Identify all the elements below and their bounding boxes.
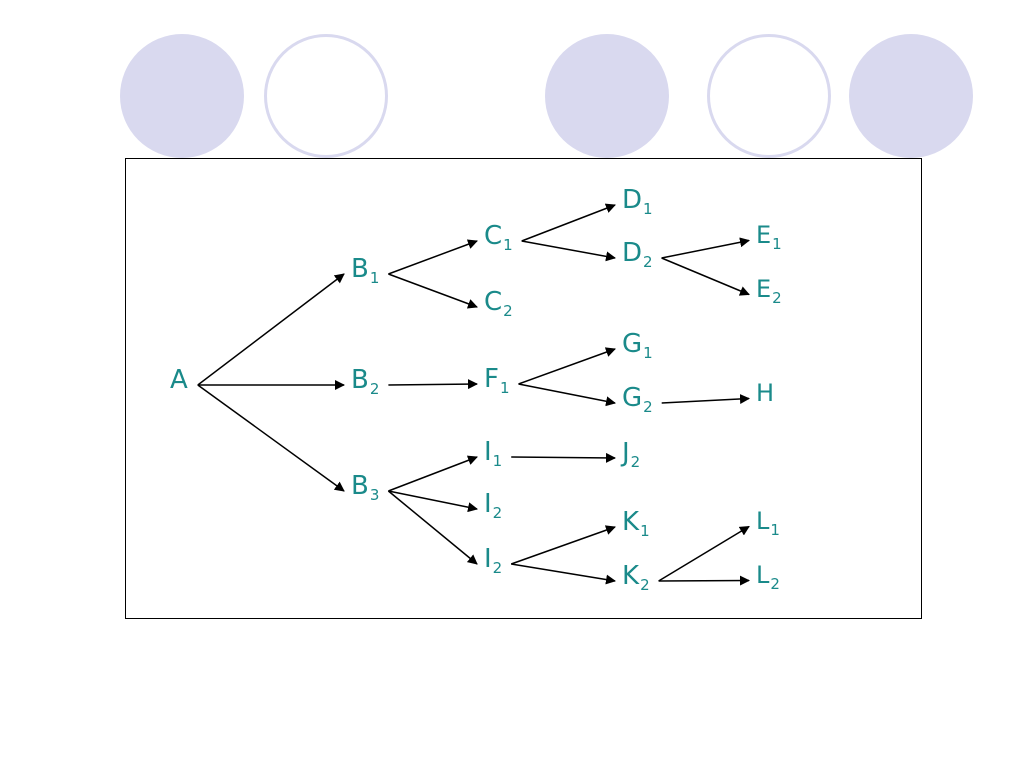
node-h: H — [756, 379, 775, 407]
edge-d2-to-e2 — [661, 257, 750, 296]
node-l2: L2 — [756, 561, 780, 593]
edge-f1-to-g2 — [518, 383, 616, 407]
node-i1: I1 — [484, 437, 503, 470]
node-d1: D1 — [622, 185, 653, 218]
edge-b3-to-i1 — [388, 455, 478, 492]
decorative-circle-filled-3 — [849, 34, 973, 158]
edge-k2-to-l1 — [658, 525, 750, 582]
node-b1: B1 — [351, 254, 380, 287]
edge-b1-to-c1 — [388, 239, 478, 275]
edge-c1-to-d2 — [521, 240, 616, 262]
node-j2: J2 — [622, 438, 641, 471]
node-k1: K1 — [622, 507, 650, 540]
edge-b3-to-i2a — [388, 490, 478, 513]
node-b2: B2 — [351, 365, 380, 398]
node-e2: E2 — [756, 275, 782, 307]
node-l1: L1 — [756, 507, 780, 539]
edge-a-to-b3 — [197, 384, 345, 492]
node-g1: G1 — [622, 329, 653, 362]
edge-a-to-b1 — [197, 273, 345, 386]
edge-k2-to-l2 — [658, 575, 750, 586]
edge-f1-to-g1 — [518, 347, 616, 385]
node-c1: C1 — [484, 221, 513, 254]
node-e1: E1 — [756, 221, 782, 253]
decorative-circle-filled-2 — [545, 34, 669, 158]
tree-diagram: A B1 B2 B3 C1 C2 F1 I1 I2 I2 D1 D2 G1 G2… — [125, 158, 922, 619]
node-d2: D2 — [622, 238, 653, 271]
edge-i2b-to-k2 — [511, 563, 616, 585]
node-g2: G2 — [622, 383, 653, 416]
decorative-circle-outline-2 — [707, 34, 831, 158]
edge-i2b-to-k1 — [510, 525, 616, 565]
node-f1: F1 — [484, 364, 510, 397]
edge-b1-to-c2 — [388, 273, 478, 309]
decorative-circle-filled-1 — [120, 34, 244, 158]
node-k2: K2 — [622, 561, 650, 594]
node-b3: B3 — [351, 471, 380, 504]
edge-g2-to-h — [661, 393, 750, 404]
edge-b3-to-i2b — [387, 490, 478, 565]
decorative-circle-outline-1 — [264, 34, 388, 158]
node-i2-lower: I2 — [484, 544, 503, 577]
edge-c1-to-d1 — [521, 203, 616, 242]
edge-i1-to-j2 — [511, 452, 616, 463]
tree-edges — [197, 203, 750, 586]
edge-d2-to-e1 — [661, 237, 750, 259]
node-c2: C2 — [484, 287, 513, 320]
node-a: A — [170, 365, 188, 395]
edge-b2-to-f1 — [388, 379, 478, 390]
node-i2-upper: I2 — [484, 489, 503, 522]
